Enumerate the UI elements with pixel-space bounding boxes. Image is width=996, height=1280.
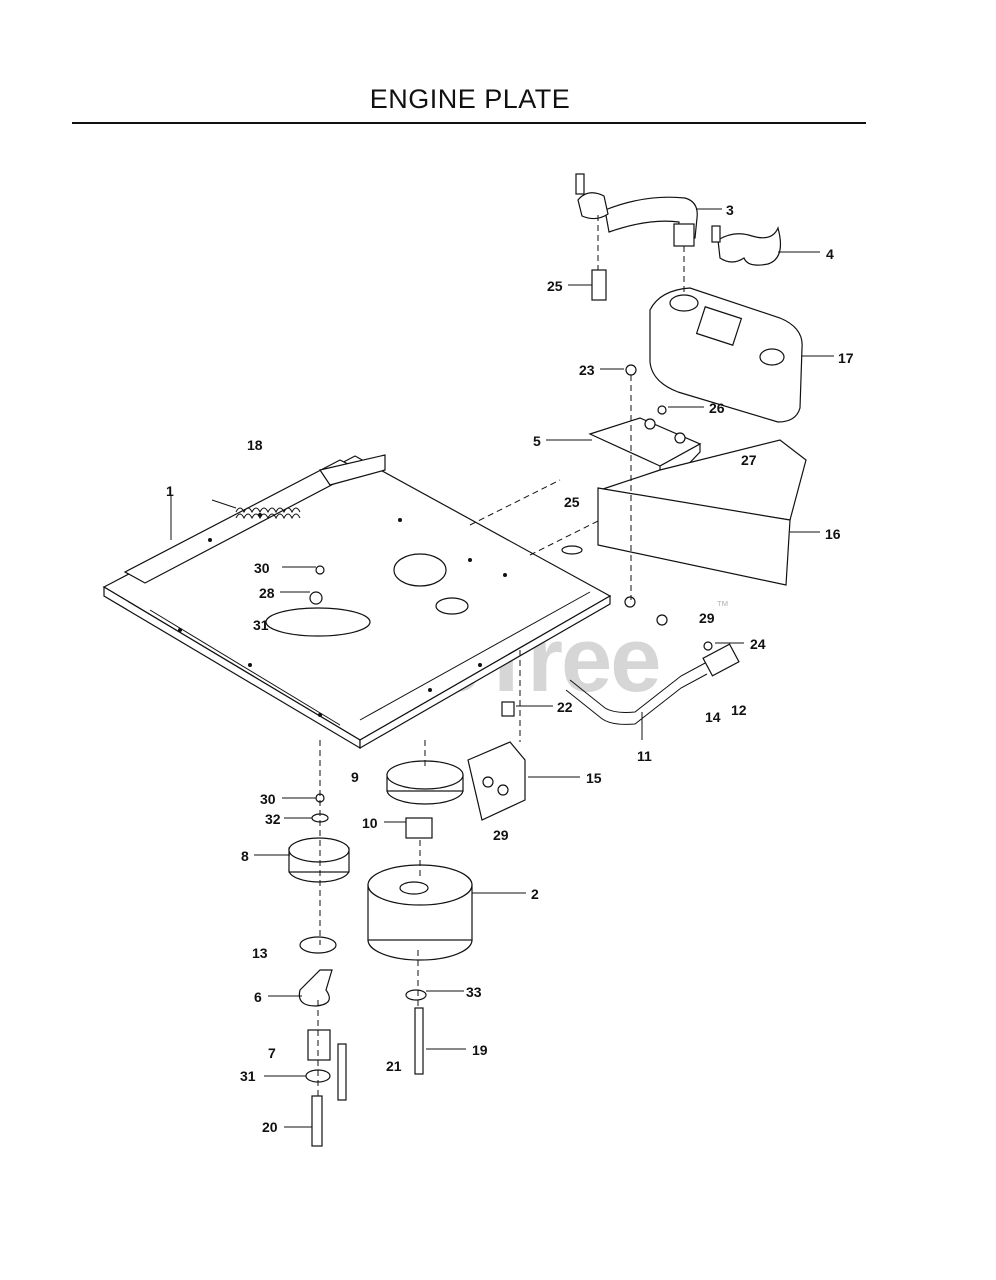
callout-17: 17 (838, 350, 854, 366)
callout-15: 15 (586, 770, 602, 786)
engine-plate-part (102, 454, 612, 750)
callout-25-middle: 25 (564, 494, 580, 510)
muffler-part (649, 287, 803, 423)
callout-28: 28 (259, 585, 275, 601)
spring-part (211, 499, 301, 520)
exhaust-pipes (575, 173, 781, 266)
watermark-trademark: ™ (716, 598, 729, 613)
bracket-and-shield (588, 417, 807, 586)
callout-27: 27 (741, 452, 757, 468)
callout-13: 13 (252, 945, 268, 961)
callout-4: 4 (826, 246, 834, 262)
idler-arm-group (298, 936, 347, 1147)
callout-11: 11 (637, 748, 652, 764)
callout-20: 20 (262, 1119, 278, 1135)
diagram-title: ENGINE PLATE (369, 84, 571, 114)
callout-33: 33 (466, 984, 482, 1000)
callout-30-bottom: 30 (260, 791, 276, 807)
callout-1: 1 (166, 483, 174, 499)
leader-lines (170, 208, 834, 1128)
callout-18: 18 (247, 437, 263, 453)
callout-30-top: 30 (254, 560, 270, 576)
callout-31-bottom: 31 (240, 1068, 256, 1084)
callout-26: 26 (709, 400, 725, 416)
callout-21: 21 (386, 1058, 402, 1074)
bracket-fuel-line (467, 643, 740, 821)
callout-32: 32 (265, 811, 281, 827)
callout-6: 6 (254, 989, 262, 1005)
pulley-clutch-group (288, 760, 473, 1075)
callout-16: 16 (825, 526, 841, 542)
callout-7: 7 (268, 1045, 276, 1061)
callout-9: 9 (351, 769, 359, 785)
callout-2: 2 (531, 886, 539, 902)
callout-31-top: 31 (253, 617, 269, 633)
assembly-lines (317, 215, 685, 1096)
callout-22: 22 (557, 699, 573, 715)
callout-14: 14 (705, 709, 721, 725)
callout-29-right: 29 (699, 610, 715, 626)
callout-3: 3 (726, 202, 734, 218)
callout-24: 24 (750, 636, 766, 652)
callout-25-top: 25 (547, 278, 563, 294)
callout-12: 12 (731, 702, 747, 718)
callout-5: 5 (533, 433, 541, 449)
callout-10: 10 (362, 815, 378, 831)
title-rule (72, 122, 866, 124)
callout-29-bracket: 29 (493, 827, 509, 843)
callout-23: 23 (579, 362, 595, 378)
callout-8: 8 (241, 848, 249, 864)
callout-19: 19 (472, 1042, 488, 1058)
